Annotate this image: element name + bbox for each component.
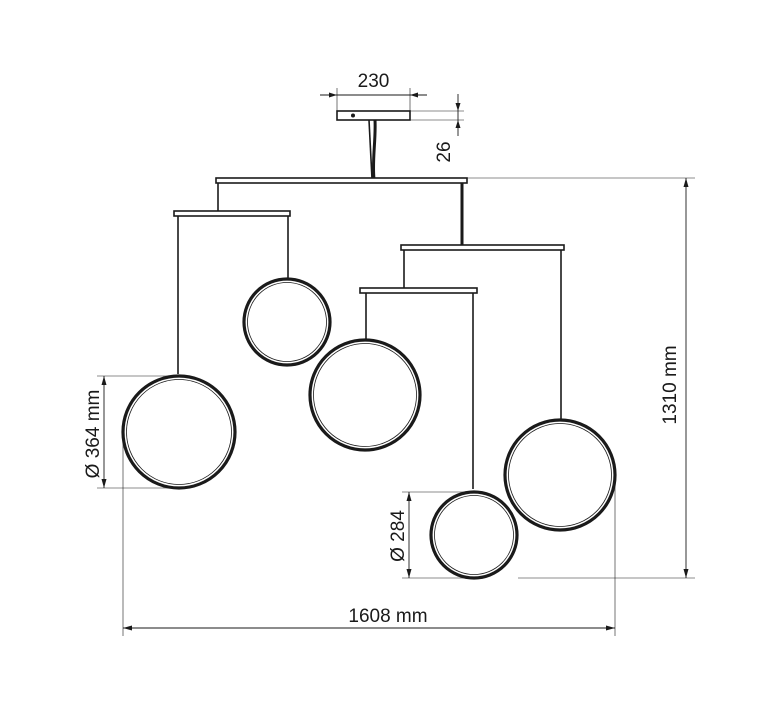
canopy-width-label: 230 [358,71,390,92]
dimension-large-ring-diameter: Ø 364 mm [83,375,179,489]
main-cable [371,119,377,180]
top-bar [215,177,468,184]
dimension-total-width: 1608 mm [122,432,616,636]
total-width-label: 1608 mm [348,606,427,627]
middle-lower-bar [359,287,478,294]
canopy-height-label: 26 [434,141,455,162]
right-upper-bar [400,244,565,251]
ring-large-left [121,374,237,490]
ring-small-left [242,277,332,367]
ring-middle [308,338,422,452]
total-height-label: 1310 mm [660,345,681,424]
large-ring-diameter-label: Ø 364 mm [83,390,104,479]
dimension-small-ring-diameter: Ø 284 [388,491,474,579]
ring-small-bottom [429,490,519,580]
dimension-total-height: 1310 mm [467,177,695,579]
left-bar [173,210,291,217]
small-ring-diameter-label: Ø 284 [388,510,409,562]
ceiling-canopy [336,110,411,121]
dimension-canopy-width: 230 [320,71,427,111]
dimension-canopy-height: 26 [410,94,464,163]
ring-large-right [503,418,617,532]
